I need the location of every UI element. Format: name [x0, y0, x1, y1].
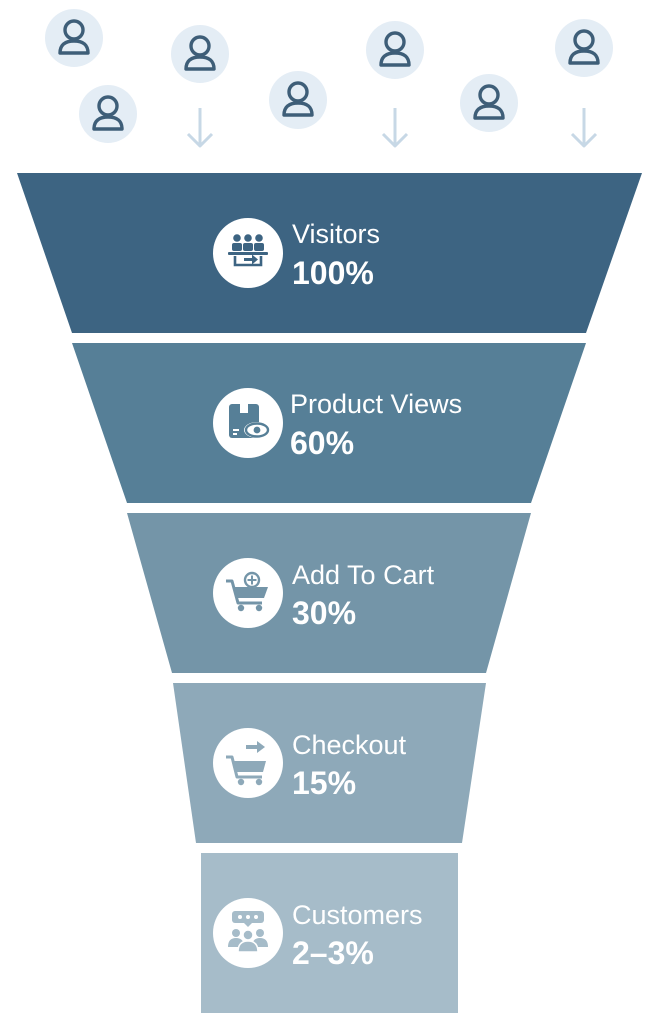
funnel-stage-add-to-cart: Add To Cart 30%: [127, 513, 531, 673]
stage-value: 2–3%: [292, 935, 374, 971]
user-7: [555, 19, 613, 77]
users-layer: [45, 9, 613, 143]
stage-value: 15%: [292, 765, 356, 801]
funnel-stage-customers: Customers 2–3%: [201, 853, 458, 1013]
arrow-down-icon: [570, 106, 598, 148]
arrows-layer: [186, 106, 598, 148]
funnel-stage-product-views: Product Views 60%: [72, 343, 586, 503]
stage-label: Customers: [292, 900, 423, 930]
stage-badge: [213, 728, 283, 798]
stage-band: [173, 683, 486, 843]
product-view-icon: [229, 404, 270, 438]
stage-value: 60%: [290, 425, 354, 461]
stage-badge: [213, 218, 283, 288]
cart-checkout-icon: [226, 741, 266, 786]
stage-label: Product Views: [290, 389, 462, 419]
stage-badge: [213, 898, 283, 968]
stage-value: 30%: [292, 595, 356, 631]
user-4: [269, 71, 327, 129]
stage-label: Add To Cart: [292, 560, 435, 590]
user-6: [460, 74, 518, 132]
funnel-stage-visitors: Visitors 100%: [17, 173, 642, 333]
stage-badge: [213, 388, 283, 458]
user-5: [366, 21, 424, 79]
group-enter-icon: [228, 234, 268, 267]
arrow-down-icon: [186, 106, 214, 148]
stage-badge: [213, 558, 283, 628]
funnel-stage-checkout: Checkout 15%: [173, 683, 486, 843]
stage-band: [201, 853, 458, 1013]
stage-band: [17, 173, 642, 333]
stage-value: 100%: [292, 255, 374, 291]
stage-band: [127, 513, 531, 673]
user-2: [79, 85, 137, 143]
arrow-down-icon: [381, 106, 409, 148]
user-1: [45, 9, 103, 67]
customers-rating-icon: [228, 911, 268, 953]
cart-add-icon: [226, 571, 268, 612]
stage-label: Visitors: [292, 219, 380, 249]
user-3: [171, 25, 229, 83]
stage-band: [72, 343, 586, 503]
stage-label: Checkout: [292, 730, 407, 760]
